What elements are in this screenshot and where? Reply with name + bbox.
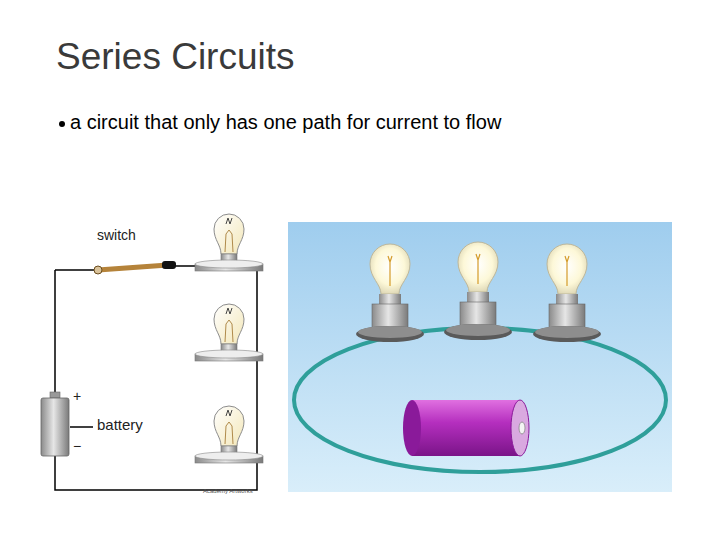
credit-watermark: Academy Artworks: [203, 488, 253, 495]
bulb-illustration: [356, 242, 601, 342]
bullet-text: a circuit that only has one path for cur…: [70, 111, 501, 134]
part-label: switch: [97, 227, 136, 243]
battery-illustration: [403, 400, 529, 456]
circuit-wire: [294, 328, 666, 472]
slide-title: Series Circuits: [56, 36, 295, 79]
part-label: battery: [97, 416, 143, 433]
battery-symbol: [41, 392, 69, 456]
polarity-sign: −: [73, 438, 81, 454]
background-panel: [288, 222, 672, 492]
bullet-dot: [59, 121, 65, 127]
bulb-symbol: [195, 214, 263, 463]
polarity-sign: +: [73, 388, 81, 404]
switch-symbol: [94, 261, 176, 274]
